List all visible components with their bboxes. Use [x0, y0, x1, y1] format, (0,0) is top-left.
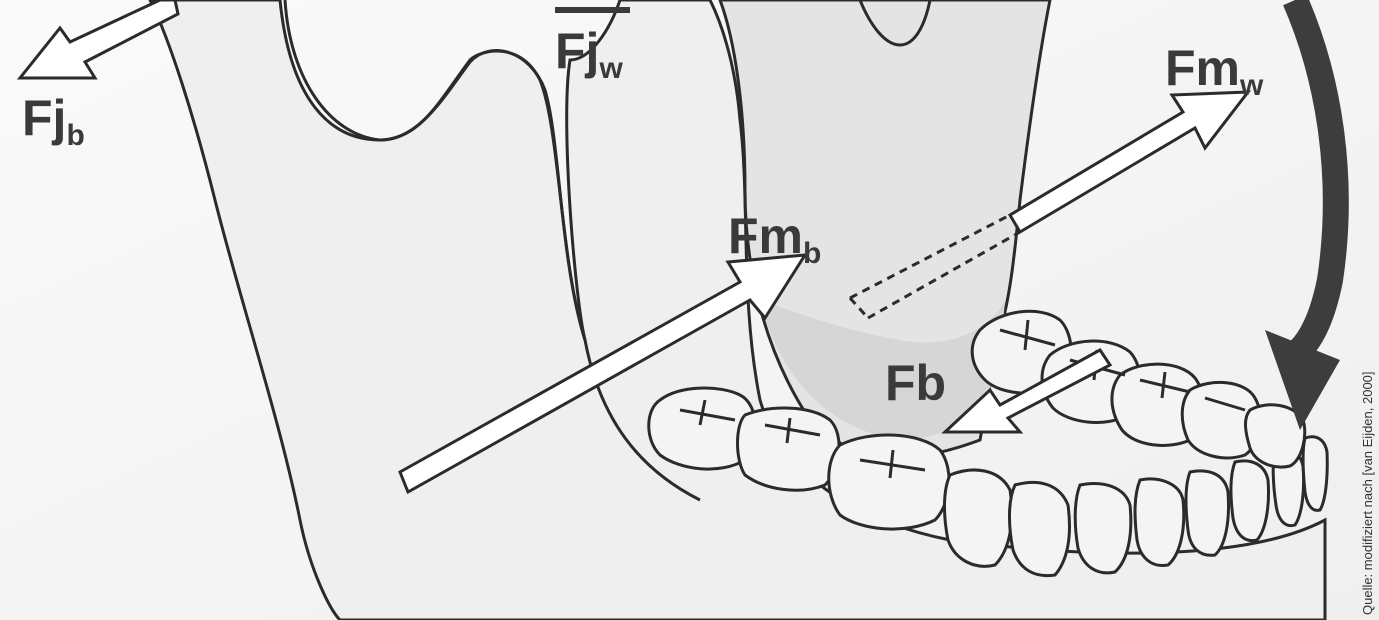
molar-3: [829, 435, 949, 529]
label-fm-b-sub: b: [803, 237, 821, 270]
incisor-8: [1303, 437, 1327, 511]
incisor-4: [1135, 479, 1184, 566]
incisor-5: [1186, 471, 1229, 555]
label-fj-w-sub: w: [598, 52, 623, 85]
label-fj-b-sub: b: [66, 119, 84, 152]
label-fj-b-main: Fj: [22, 90, 66, 146]
label-fm-w-main: Fm: [1165, 40, 1240, 96]
incisor-3: [1075, 484, 1131, 573]
incisor-1: [944, 470, 1011, 566]
incisor-6: [1231, 461, 1269, 541]
label-fm-w-sub: w: [1239, 69, 1264, 102]
label-fb: Fb: [885, 355, 946, 411]
label-fm-b-main: Fm: [728, 208, 803, 264]
incisor-2: [1009, 482, 1069, 575]
source-credit: Quelle: modifiziert nach [van Eijden, 20…: [1360, 371, 1375, 615]
label-fj-w-main: Fj: [555, 23, 599, 79]
